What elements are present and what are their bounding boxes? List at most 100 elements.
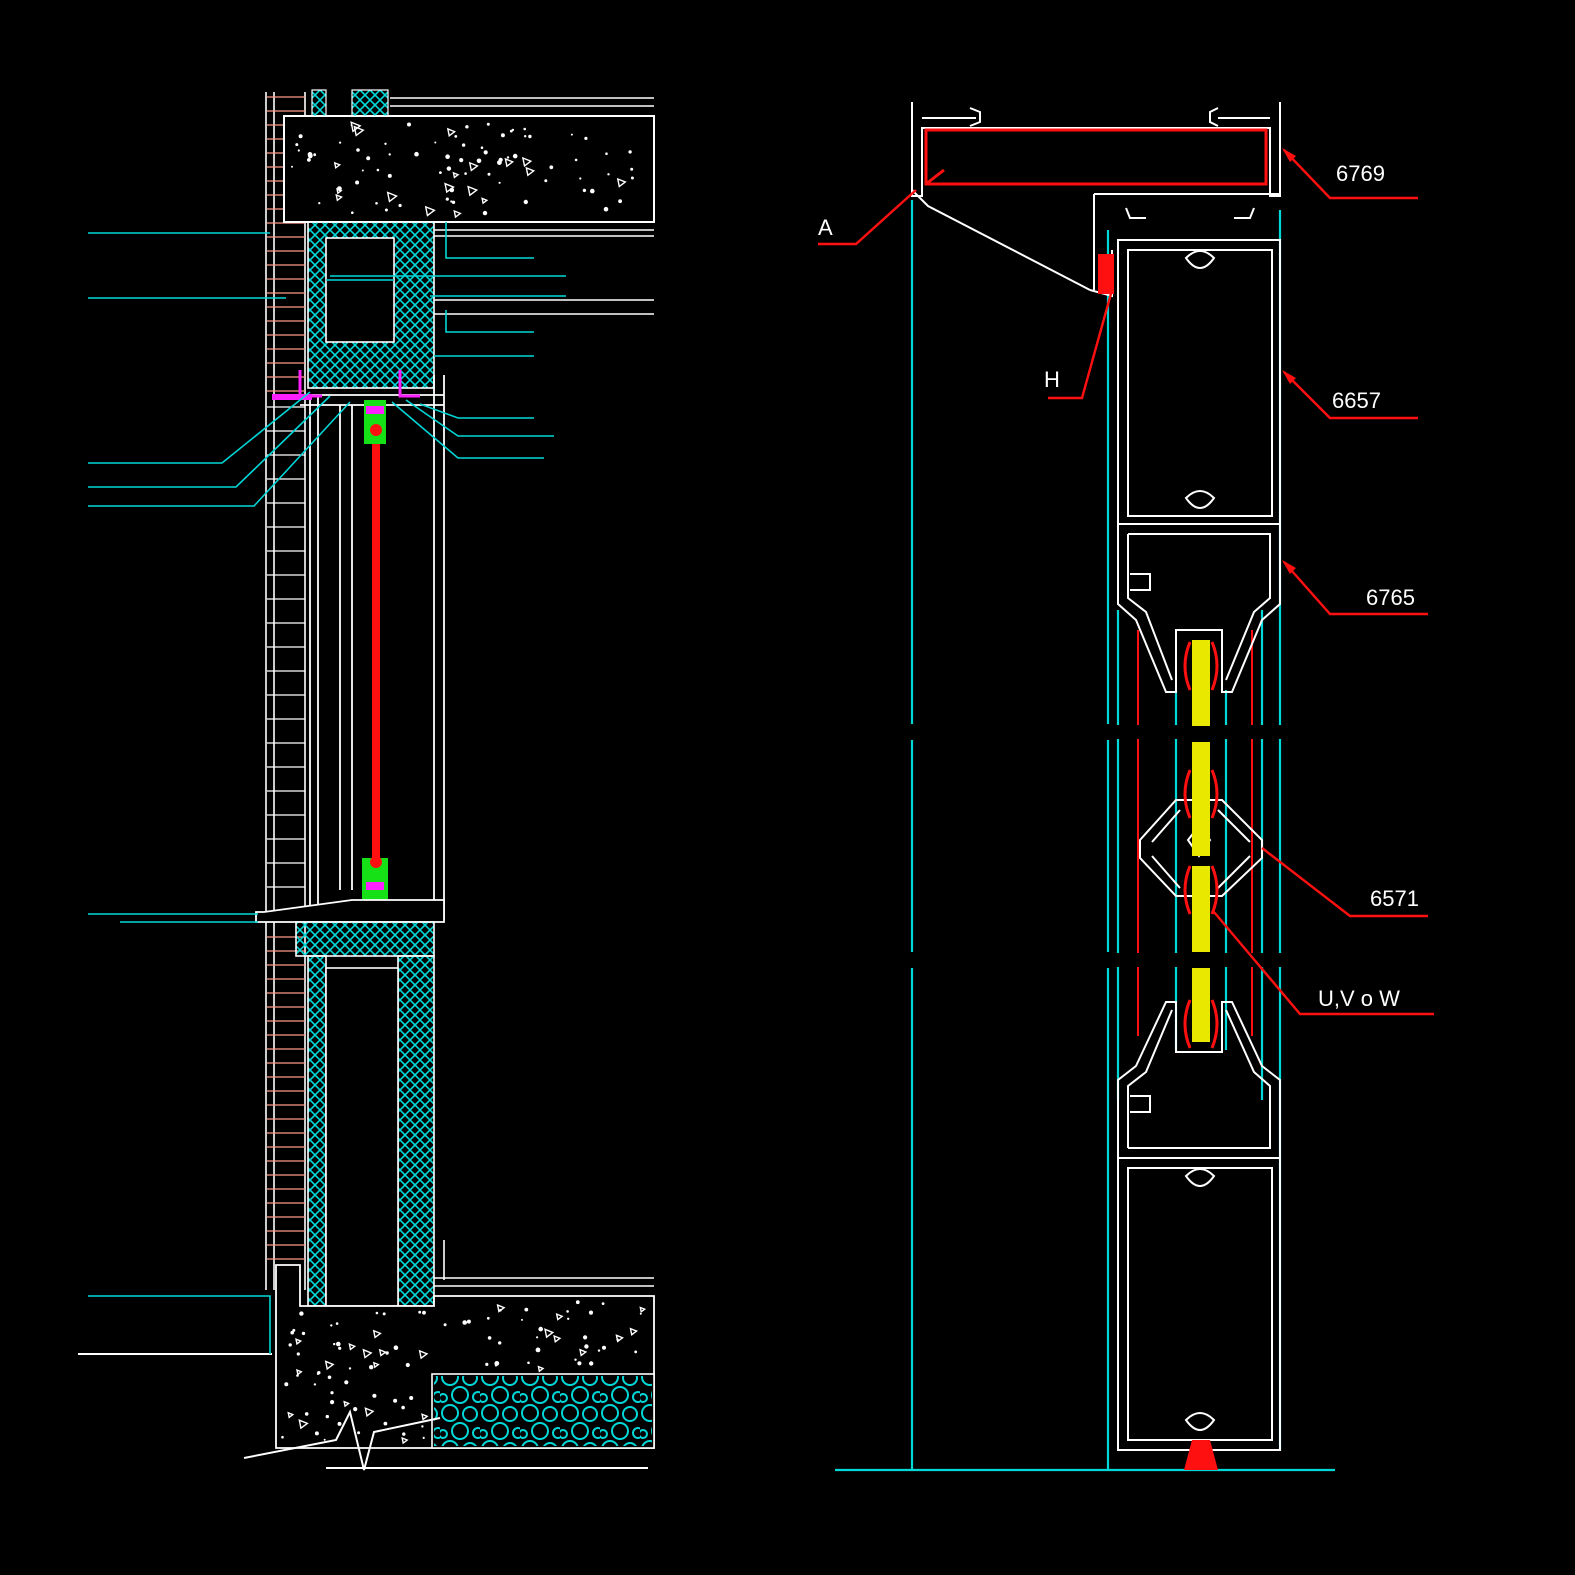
aggregate-stone [364, 1407, 375, 1418]
aggregate-dot [290, 1330, 295, 1335]
aggregate-dot [297, 149, 300, 152]
aggregate-dot [291, 165, 293, 168]
aggregate-dot [307, 152, 313, 157]
aggregate-stone [348, 1343, 357, 1351]
aggregate-dot [570, 133, 573, 136]
aggregate-stone [343, 1400, 351, 1408]
aggregate-dot [405, 1362, 410, 1368]
aggregate-dot [369, 1365, 374, 1370]
aggregate-dot [602, 1345, 606, 1350]
wall-section-detail [78, 89, 655, 1471]
aggregate-dot [361, 169, 364, 172]
aggregate-dot [483, 150, 488, 155]
aggregate-dot [330, 1324, 333, 1327]
label-6765: 6765 [1366, 585, 1415, 610]
aggregate-dot [299, 1311, 304, 1316]
aggregate-dot [304, 1412, 309, 1416]
aggregate-dot [524, 1307, 529, 1312]
aggregate-dot [422, 1436, 425, 1439]
aggregate-dot [506, 156, 510, 159]
aggregate-dot [384, 142, 387, 145]
aggregate-dot [603, 206, 609, 212]
aggregate-stone [362, 1348, 373, 1359]
aggregate-stone [525, 166, 536, 177]
aggregate-dot [590, 188, 595, 194]
slab-finish-lines [390, 97, 654, 315]
aggregate-stone [378, 1348, 387, 1357]
label-h: H [1044, 367, 1060, 392]
upper-window-fittings [272, 370, 420, 444]
lower-wall-insulation [295, 921, 435, 957]
aggregate-dot [639, 1312, 642, 1315]
aggregate-dot [375, 1311, 379, 1315]
aggregate-dot [465, 125, 469, 129]
aggregate-dot [398, 203, 402, 208]
aggregate-dot [353, 1407, 358, 1412]
aggregate-dot [446, 166, 452, 171]
aggregate-dot [582, 188, 587, 193]
aggregate-dot [584, 136, 588, 140]
aggregate-dot [523, 127, 526, 131]
aggregate-dot [407, 122, 411, 127]
lintel-void [325, 237, 395, 343]
aggregate-stone [444, 182, 455, 194]
aggregate-dot [376, 168, 380, 172]
aggregate-dot [486, 122, 490, 126]
window-frame [300, 375, 445, 920]
aggregate-dot [485, 1362, 489, 1366]
aggregate-stone [418, 1349, 429, 1360]
aggregate-dot [401, 1405, 405, 1410]
red-reference-lines [1137, 630, 1253, 1036]
aggregate-stone [468, 161, 479, 172]
aggregate-stone [481, 197, 489, 205]
window-glass [372, 420, 380, 860]
aggregate-stone [353, 125, 365, 137]
aggregate-dot [388, 153, 391, 156]
thermal-break-6769 [924, 128, 1268, 186]
rung-cladding-middle [267, 400, 305, 910]
aggregate-dot [509, 129, 513, 133]
aggregate-dot [313, 1383, 317, 1386]
aggregate-stone [504, 157, 515, 168]
red-leaders [818, 149, 1434, 1016]
aggregate-dot [327, 1375, 332, 1380]
aggregate-dot [583, 1335, 588, 1340]
aggregate-stone [287, 1411, 295, 1419]
aggregate-stone [615, 1334, 624, 1343]
aggregate-dot [500, 133, 505, 138]
aggregate-stone [333, 161, 342, 170]
aggregate-dot [476, 158, 482, 164]
aggregate-dot [351, 211, 354, 214]
aggregate-dot [523, 199, 528, 205]
aggregate-dot [325, 1414, 329, 1419]
aggregate-dot [601, 1302, 605, 1305]
aggregate-dot [498, 181, 501, 184]
aggregate-dot [323, 1438, 326, 1441]
aggregate-dot [336, 1341, 341, 1347]
aggregate-dot [486, 1316, 490, 1320]
aggregate-stone [616, 177, 627, 188]
aggregate-dot [584, 1344, 589, 1349]
aggregate-dot [497, 160, 502, 166]
aggregate-dot [338, 1346, 342, 1350]
gasket-h [1098, 254, 1114, 294]
aggregate-dot [414, 151, 419, 157]
aggregate-dot [393, 1345, 399, 1350]
aggregate-dot [589, 1361, 594, 1366]
leader-arrowheads [1282, 148, 1296, 574]
lower-wall-left-insulation [307, 955, 327, 1307]
aggregate-dot [538, 1326, 543, 1332]
label-6571: 6571 [1370, 886, 1419, 911]
upper-concrete-slab [283, 115, 655, 223]
aggregate-dot [314, 1431, 319, 1436]
aggregate-dot [421, 1425, 424, 1428]
aggregate-dot [288, 1343, 292, 1347]
aggregate-dot [454, 135, 458, 138]
aggregate-dot [450, 200, 453, 203]
break-line [243, 1409, 441, 1471]
aggregate-dot [372, 1393, 377, 1398]
aggregate-dot [393, 1398, 398, 1403]
aggregate-dot [344, 1380, 349, 1385]
aggregate-stone [296, 1368, 303, 1376]
